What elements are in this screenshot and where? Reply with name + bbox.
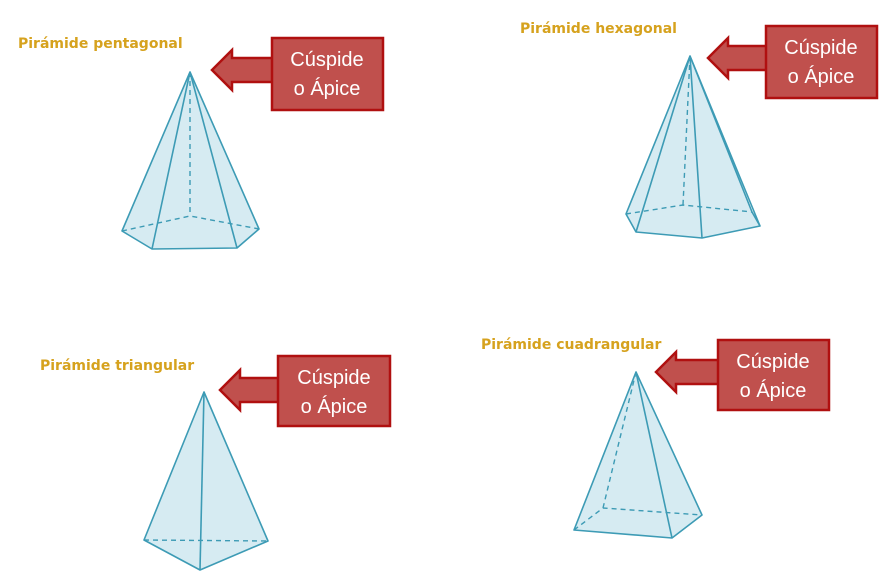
quadrangular-title: Pirámide cuadrangular bbox=[481, 337, 661, 353]
callout-line-2: o Ápice bbox=[788, 65, 855, 88]
pentagonal-pyramid-shape bbox=[121, 71, 260, 250]
triangular-pyramid-group: Pirámide triangular Cúspide o Ápice bbox=[40, 354, 392, 571]
callout-line-2: o Ápice bbox=[740, 379, 807, 402]
pentagonal-apex-callout: Cúspide o Ápice bbox=[210, 36, 385, 112]
triangular-title: Pirámide triangular bbox=[40, 358, 194, 374]
callout-line-1: Cúspide bbox=[784, 37, 857, 59]
arrow-left-icon bbox=[706, 34, 770, 82]
triangular-apex-callout: Cúspide o Ápice bbox=[218, 354, 392, 428]
pentagonal-title: Pirámide pentagonal bbox=[18, 36, 183, 52]
callout-line-1: Cúspide bbox=[297, 367, 370, 389]
callout-line-1: Cúspide bbox=[736, 351, 809, 373]
hexagonal-apex-callout: Cúspide o Ápice bbox=[706, 24, 879, 100]
callout-line-2: o Ápice bbox=[301, 395, 368, 418]
arrow-left-icon bbox=[218, 366, 282, 414]
quadrangular-apex-callout: Cúspide o Ápice bbox=[654, 338, 831, 412]
quadrangular-pyramid-group: Pirámide cuadrangular Cúspide o Ápice bbox=[481, 337, 831, 539]
arrow-left-icon bbox=[654, 348, 722, 396]
callout-line-1: Cúspide bbox=[290, 49, 363, 71]
triangular-pyramid-shape bbox=[143, 391, 269, 571]
hexagonal-title: Pirámide hexagonal bbox=[520, 21, 677, 37]
callout-line-2: o Ápice bbox=[294, 77, 361, 100]
hexagonal-pyramid-shape bbox=[625, 55, 761, 239]
arrow-left-icon bbox=[210, 46, 276, 94]
pentagonal-pyramid-group: Pirámide pentagonal Cúspide o Ápice bbox=[18, 36, 385, 250]
hexagonal-pyramid-group: Pirámide hexagonal Cúspide o Ápice bbox=[520, 21, 879, 239]
quadrangular-pyramid-shape bbox=[573, 371, 703, 539]
